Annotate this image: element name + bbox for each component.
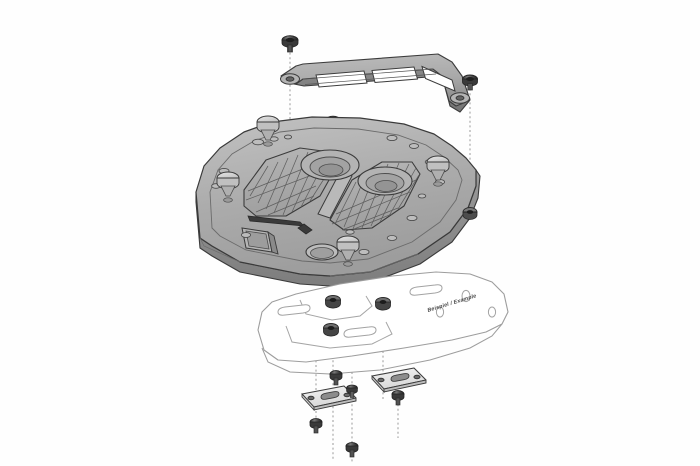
plate-edge-highlights bbox=[199, 237, 419, 277]
plate-hole bbox=[345, 229, 355, 235]
carrier-bracket-ghost: Beispiel / Example bbox=[257, 271, 509, 375]
screw-bottom-4 bbox=[345, 442, 359, 458]
plate-rear-slot bbox=[247, 215, 313, 235]
hex-nut-mid-3 bbox=[323, 322, 339, 337]
strap-cutout-3 bbox=[421, 65, 456, 92]
carrier-hole bbox=[461, 289, 471, 303]
strap-mount-eye-right bbox=[450, 92, 470, 104]
pan-head-screw-top-left bbox=[281, 35, 299, 53]
carrier-hole bbox=[487, 306, 497, 318]
rubber-foot-rear-left bbox=[256, 115, 280, 147]
plate-hole bbox=[386, 235, 398, 241]
plate-hole bbox=[358, 248, 370, 256]
plate-hole bbox=[408, 143, 420, 149]
top-strap-bracket bbox=[280, 53, 471, 113]
backing-plate-hole bbox=[307, 395, 315, 401]
rubber-foot-front-left bbox=[216, 171, 240, 203]
backing-plate-hole bbox=[377, 377, 385, 383]
plate-hole bbox=[283, 134, 293, 140]
plate-hole bbox=[417, 193, 427, 199]
plate-boss-recess-left bbox=[300, 149, 360, 181]
adapter-plate bbox=[195, 116, 481, 287]
plate-hole bbox=[240, 232, 252, 238]
hex-nut-right bbox=[462, 207, 478, 220]
hex-nut-mid-2 bbox=[375, 296, 391, 311]
backing-plate-left bbox=[301, 385, 357, 412]
backing-plate-slot bbox=[320, 391, 340, 400]
carrier-bracket-lower-edge bbox=[261, 323, 503, 375]
plate-hole bbox=[252, 138, 264, 146]
backing-plate-right bbox=[371, 367, 427, 394]
plate-oval-opening bbox=[305, 243, 339, 261]
carrier-bracket-holes bbox=[435, 289, 497, 318]
screw-bottom-1 bbox=[329, 370, 343, 386]
pan-head-screw-top-right bbox=[462, 74, 478, 91]
carrier-slot bbox=[343, 326, 377, 338]
rubber-foot-rear-right bbox=[426, 155, 450, 187]
carrier-bracket-step2 bbox=[285, 321, 393, 349]
carrier-hole bbox=[435, 306, 445, 318]
screw-bottom-5 bbox=[346, 384, 358, 398]
screw-bottom-2 bbox=[391, 390, 405, 406]
carrier-bracket-slots bbox=[277, 284, 443, 338]
carrier-slot bbox=[409, 284, 443, 296]
rubber-foot-front-right bbox=[336, 235, 360, 267]
plate-hole bbox=[386, 134, 398, 142]
carrier-bracket-outline bbox=[257, 271, 509, 363]
screw-bottom-3 bbox=[309, 418, 323, 434]
carrier-slot bbox=[277, 304, 311, 316]
plate-boss-recess-right bbox=[357, 166, 413, 196]
backing-plate-hole bbox=[413, 374, 421, 380]
hex-nut-mid-1 bbox=[325, 294, 341, 309]
strap-detail-lines bbox=[302, 68, 437, 85]
plate-hole bbox=[406, 214, 418, 222]
backing-plate-slot bbox=[390, 373, 410, 382]
strap-mount-eye-left bbox=[280, 73, 300, 85]
backing-plate-hole bbox=[343, 392, 351, 398]
